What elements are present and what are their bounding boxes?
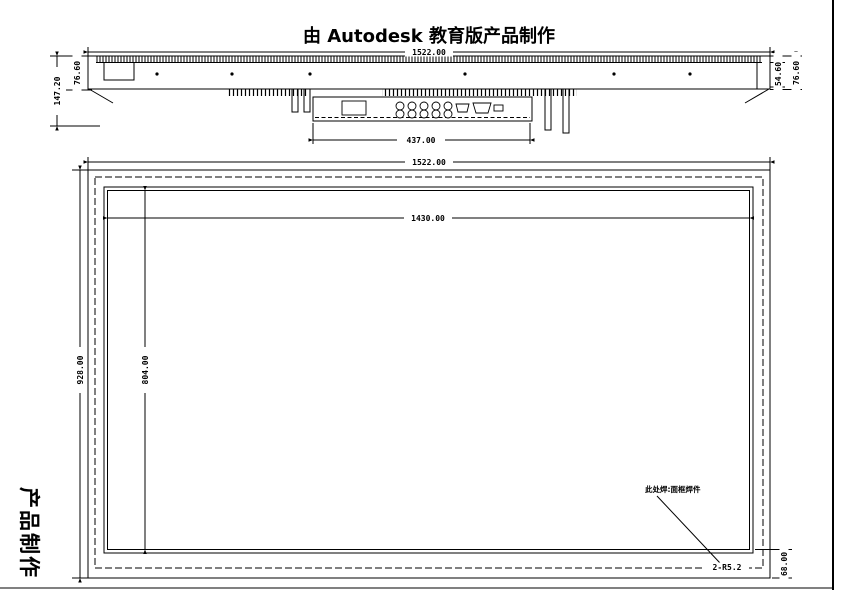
corner-feet [88, 88, 770, 104]
top-vent-grille [96, 56, 762, 63]
hanging-hooks [291, 89, 570, 134]
front-view [87, 169, 771, 579]
power-inlet [341, 100, 367, 116]
left-watermark: 产品制作 [17, 487, 41, 579]
front-view-dimensions: 1522.00 1430.00 804.00 928.00 68.00 2-R5… [72, 157, 792, 585]
connector-panel [312, 96, 533, 122]
rca-jacks [395, 101, 453, 119]
usb-connector [493, 104, 504, 112]
vga-connector [455, 103, 470, 113]
dim-text-bottom-border: 68.00 [780, 552, 789, 576]
dim-text-left-body-depth: 76.60 [73, 61, 82, 85]
bottom-vent-slots-left [228, 89, 308, 96]
dim-text-overall-height: 928.00 [76, 355, 85, 384]
top-view-dimensions: 1522.00 437.00 76.60 147.20 54.60 76.60 [50, 47, 802, 145]
left-bracket [103, 62, 135, 81]
dim-text-left-total-depth: 147.20 [53, 76, 62, 105]
mounting-holes [155, 72, 692, 76]
dim-text-connector-width: 437.00 [407, 136, 436, 145]
top-profile-view [87, 55, 771, 134]
watermark-title: 由 Autodesk 教育版产品制作 [303, 25, 555, 47]
dim-text-right-body-depth: 76.60 [792, 61, 801, 85]
leader-annotation-text: 此处焊:面框焊件 [645, 484, 701, 494]
dim-text-right-inner-depth: 54.60 [774, 62, 783, 86]
leader-line [656, 495, 725, 568]
bottom-vent-slots-right [382, 89, 577, 96]
outer-frame [87, 169, 771, 579]
hidden-inner-frame [94, 176, 764, 569]
dim-text-top-overall-width: 1522.00 [412, 48, 446, 57]
dim-text-viewing-height: 804.00 [141, 355, 150, 384]
left-watermark-text: 产品制作 [17, 487, 41, 579]
corner-radius-note: 2-R5.2 [713, 563, 742, 572]
dim-text-front-overall-width: 1522.00 [412, 158, 446, 167]
screen-opening-outer [103, 186, 754, 554]
screen-opening-inner [107, 190, 750, 550]
dvi-connector [472, 102, 492, 114]
dim-text-viewing-width: 1430.00 [411, 214, 445, 223]
